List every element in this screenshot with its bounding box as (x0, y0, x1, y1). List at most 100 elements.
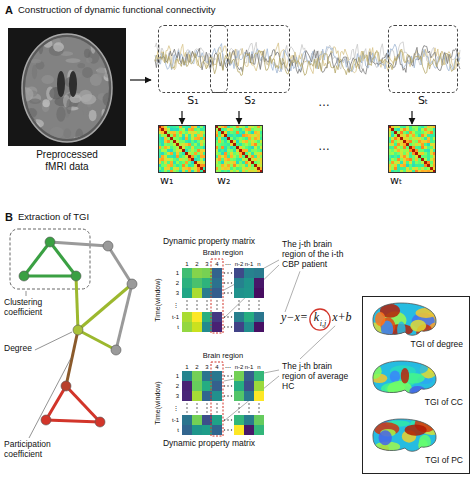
figure-circle (206, 407, 207, 408)
figure-ellipse (41, 75, 54, 84)
figure-circle (206, 403, 207, 404)
graph-edge (46, 420, 100, 422)
figure-ellipse (102, 109, 106, 118)
figure-rect (397, 128, 400, 131)
figure-rect (234, 268, 244, 278)
window-label: S₁ (158, 95, 228, 108)
figure-rect (394, 155, 397, 158)
figure-rect (182, 161, 185, 164)
figure-circle (224, 316, 225, 317)
matrix-label: w₂ (217, 175, 230, 188)
figure-rect (236, 158, 239, 161)
figure-rect (161, 131, 164, 134)
graph-vertex (41, 415, 51, 425)
figure-circle (227, 395, 228, 396)
figure-rect (233, 146, 236, 149)
figure-rect (185, 161, 188, 164)
graph-vertex (127, 279, 137, 289)
figure-rect (248, 152, 251, 155)
figure-rect (173, 161, 176, 164)
figure-rect (254, 137, 257, 140)
figure-rect (412, 161, 415, 164)
figure-rect (167, 167, 170, 170)
figure-rect (221, 167, 224, 170)
figure-rect (221, 128, 224, 131)
figure-g (373, 417, 441, 455)
figure-rect (164, 140, 167, 143)
leader-line (29, 358, 71, 438)
figure-rect (164, 155, 167, 158)
figure-rect (212, 391, 222, 401)
figure-rect (257, 152, 260, 155)
figure-rect (194, 137, 197, 140)
brain-map (369, 359, 441, 397)
figure-rect (179, 167, 182, 170)
figure-rect (406, 164, 409, 167)
figure-rect (188, 152, 191, 155)
row-index: t (162, 322, 179, 332)
figure-rect (234, 278, 244, 288)
figure-ellipse (69, 94, 81, 103)
figure-rect (257, 161, 260, 164)
equation-part: y−x= (281, 311, 308, 325)
figure-circle (196, 308, 197, 309)
figure-rect (409, 140, 412, 143)
figure-circle (231, 419, 232, 420)
figure-circle (216, 308, 217, 309)
figure-rect (179, 134, 182, 137)
figure-rect (173, 143, 176, 146)
figure-rect (192, 312, 202, 322)
figure-rect (224, 140, 227, 143)
graph-vertex (95, 417, 105, 427)
figure-rect (400, 146, 403, 149)
figure-rect (391, 134, 394, 137)
map-label: TGI of PC (425, 456, 463, 466)
figure-rect (197, 149, 200, 152)
figure-rect (409, 164, 412, 167)
figure-rect (191, 164, 194, 167)
figure-circle (231, 282, 232, 283)
figure-rect (197, 128, 200, 131)
figure-rect (394, 161, 397, 164)
flow-arrow (130, 79, 151, 80)
figure-rect (412, 146, 415, 149)
column-index: 3 (202, 363, 212, 371)
figure-circle (227, 326, 228, 327)
figure-path (373, 361, 436, 393)
figure-rect (233, 128, 236, 131)
figure-rect (391, 167, 394, 170)
figure-rect (239, 146, 242, 149)
figure-circle (216, 411, 217, 412)
figure-rect (185, 158, 188, 161)
figure-rect (427, 137, 430, 140)
figure-rect (234, 288, 244, 298)
time-series (155, 42, 460, 76)
figure-rect (254, 322, 264, 332)
figure-rect (182, 140, 185, 143)
figure-rect (391, 131, 394, 134)
figure-rect (248, 149, 251, 152)
figure-rect (212, 371, 222, 381)
figure-rect (430, 143, 433, 146)
figure-circle (231, 375, 232, 376)
figure-rect (179, 158, 182, 161)
figure-ellipse (86, 57, 92, 63)
figure-rect (218, 167, 221, 170)
figure-rect (248, 155, 251, 158)
figure-rect (257, 146, 260, 149)
figure-g (369, 301, 441, 339)
figure-rect (197, 143, 200, 146)
figure-rect (191, 167, 194, 170)
column-index: n-1 (244, 363, 254, 371)
figure-rect (239, 167, 242, 170)
figure-rect (200, 161, 203, 164)
figure-rect (191, 131, 194, 134)
figure-rect (227, 137, 230, 140)
figure-circle (224, 385, 225, 386)
figure-rect (191, 143, 194, 146)
figure-rect (391, 152, 394, 155)
figure-ellipse (65, 58, 80, 63)
figure-rect (245, 152, 248, 155)
figure-rect (406, 161, 409, 164)
